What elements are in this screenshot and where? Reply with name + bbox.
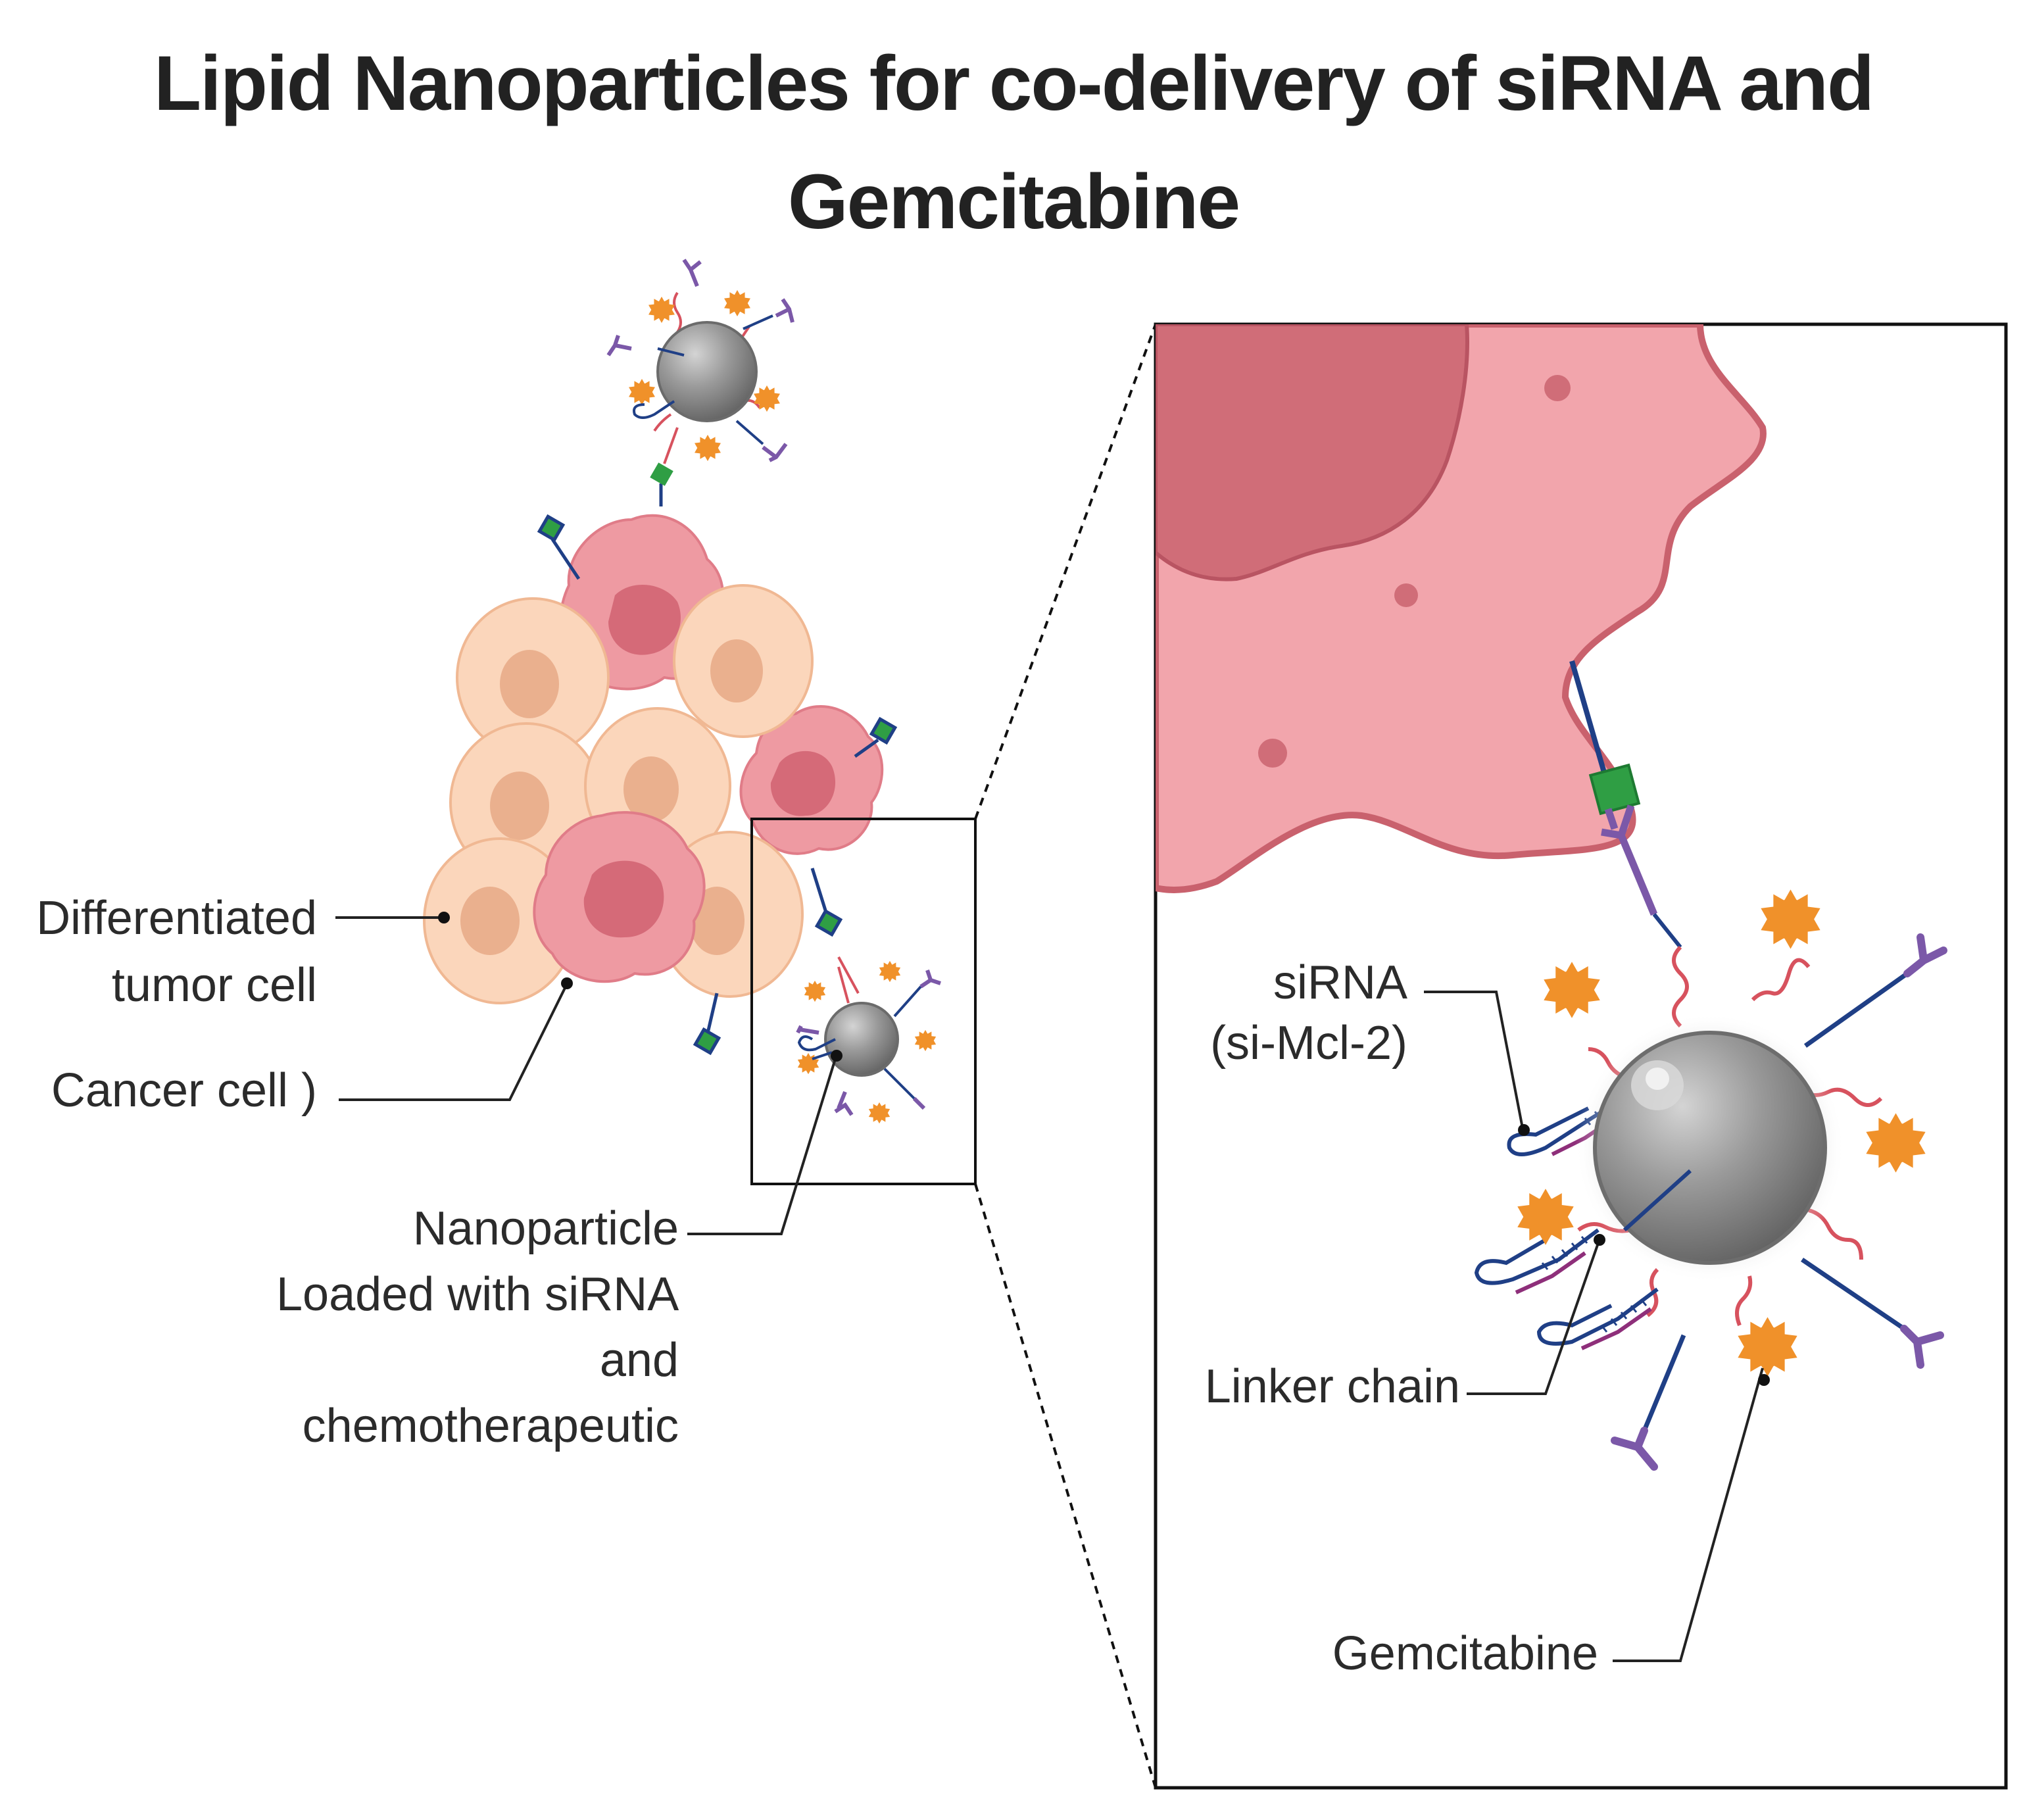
cancer-cell-nucleus [1156,324,1469,581]
receptor-marker [1588,763,1641,816]
label-differentiated-line-2: tumor cell [111,959,317,1012]
vesicle [1544,375,1571,401]
vesicle [1258,739,1287,768]
nanoparticle-core [1575,1013,1845,1283]
zoom-connector-top [974,324,1157,820]
leader-dots [438,912,1770,1386]
nanoparticle-floating [606,258,794,506]
nanoparticle-attached [796,956,941,1124]
label-sirna-line-2: (si-Mcl-2) [1210,1017,1407,1070]
antibodies [1611,933,1947,1471]
vesicle [1394,583,1418,607]
tumor-cell-cluster [423,514,898,1056]
label-differentiated-line-1: Differentiated [36,892,317,945]
zoom-source-box [750,818,977,1185]
zoom-panel [1154,322,2008,1790]
label-nanoparticle-line-1: Nanoparticle [412,1202,679,1255]
label-nanoparticle-line-4: chemotherapeutic [302,1400,679,1452]
cancer-cell-right [739,704,884,855]
label-linker-chain: Linker chain [1204,1360,1460,1413]
leader-lines [335,916,1764,1662]
zoom-connector-bottom [974,1183,1157,1788]
cancer-cell-front [533,811,706,983]
label-nanoparticle-line-3: and [599,1334,679,1387]
figure-title-line-2: Gemcitabine [787,159,1240,245]
label-gemcitabine: Gemcitabine [1332,1627,1598,1680]
antibody-stalks [1642,971,1909,1432]
receptor-stalk [1569,660,1611,787]
receptor-marker [537,514,898,1056]
antibody [1601,804,1658,916]
label-sirna-line-1: siRNA [1273,956,1407,1009]
tumor-cell-5 [423,837,577,1004]
label-nanoparticle-line-2: Loaded with siRNA [276,1268,679,1321]
figure-title-line-1: Lipid Nanoparticles for co-delivery of s… [153,40,1874,127]
tumor-cell-2 [673,584,814,738]
label-cancer-cell: Cancer cell ) [51,1064,317,1117]
